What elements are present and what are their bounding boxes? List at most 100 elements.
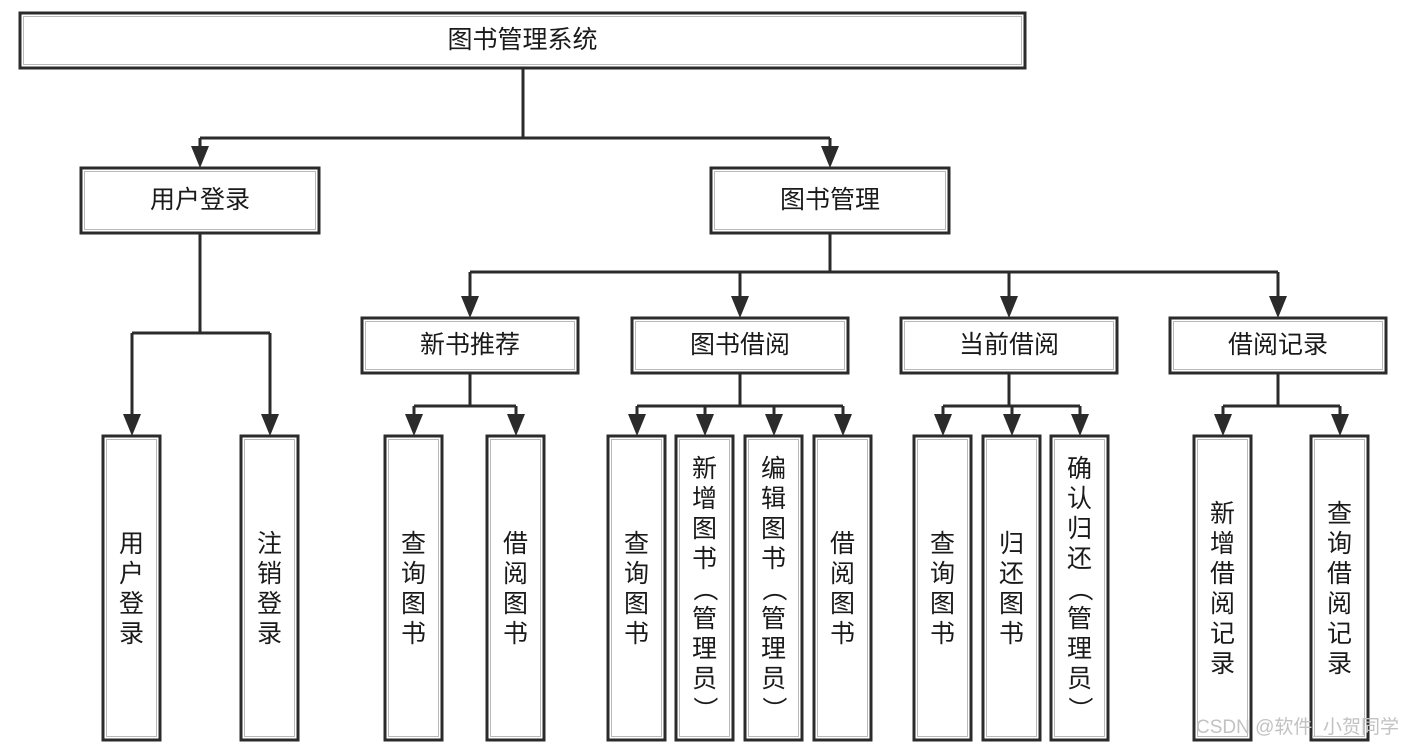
glyph-cover — [689, 571, 720, 603]
node-box-newbook[interactable] — [360, 316, 580, 375]
node-record[interactable]: 借阅记录 — [1168, 316, 1388, 375]
node-leaf-new-query[interactable]: 查询图书 — [383, 434, 444, 742]
node-box-record[interactable] — [1168, 316, 1388, 375]
node-box-leaf-user-login[interactable] — [101, 434, 162, 742]
arrow-head-icon — [1003, 414, 1021, 436]
node-label-leaf-current-return: 归还图书 — [999, 530, 1024, 648]
node-label-root: 图书管理系统 — [447, 26, 597, 54]
node-box-root[interactable] — [18, 11, 1027, 70]
arrow-head-icon — [1214, 414, 1232, 436]
node-box-leaf-new-query[interactable] — [383, 434, 444, 742]
rotated-bracket-glyph: （ — [691, 576, 719, 601]
node-label-leaf-borrow-lend: 借阅图书 — [830, 530, 855, 648]
arrow-head-icon — [834, 414, 852, 436]
node-leaf-borrow-add[interactable]: 新增图书（管理员）（） — [674, 434, 735, 742]
node-box-inner-leaf-user-logout — [244, 439, 295, 737]
node-box-leaf-record-query[interactable] — [1309, 434, 1370, 742]
edge-group-newbook — [405, 373, 525, 436]
edge-group-root — [191, 68, 839, 168]
node-login[interactable]: 用户登录 — [79, 166, 321, 235]
node-box-inner-record — [1173, 321, 1383, 370]
node-box-inner-leaf-borrow-query — [611, 439, 662, 737]
edge-group-login — [123, 233, 279, 436]
node-leaf-current-query[interactable]: 查询图书 — [912, 434, 973, 742]
node-box-inner-login — [84, 171, 316, 230]
arrow-head-icon — [123, 414, 141, 436]
arrow-head-icon — [461, 296, 479, 318]
arrow-head-icon — [405, 414, 423, 436]
node-box-borrow[interactable] — [630, 316, 850, 375]
node-box-bookmgmt[interactable] — [709, 166, 951, 235]
node-layer: 图书管理系统用户登录图书管理新书推荐图书借阅当前借阅借阅记录用户登录注销登录查询… — [18, 11, 1388, 742]
node-box-inner-current — [904, 321, 1114, 370]
node-box-inner-leaf-user-login — [106, 439, 157, 737]
node-root[interactable]: 图书管理系统 — [18, 11, 1027, 70]
node-label-leaf-borrow-query: 查询图书 — [624, 530, 649, 648]
node-leaf-borrow-lend[interactable]: 借阅图书 — [812, 434, 873, 742]
node-leaf-current-return[interactable]: 归还图书 — [981, 434, 1042, 742]
arrow-head-icon — [821, 146, 839, 168]
node-bookmgmt[interactable]: 图书管理 — [709, 166, 951, 235]
glyph-cover — [1064, 691, 1095, 723]
node-leaf-new-borrow[interactable]: 借阅图书 — [485, 434, 546, 742]
node-box-current[interactable] — [899, 316, 1119, 375]
arrow-head-icon — [1000, 296, 1018, 318]
arrow-head-icon — [628, 414, 646, 436]
arrow-head-icon — [1071, 414, 1089, 436]
node-box-login[interactable] — [79, 166, 321, 235]
node-box-inner-root — [23, 16, 1022, 65]
node-borrow[interactable]: 图书借阅 — [630, 316, 850, 375]
node-current[interactable]: 当前借阅 — [899, 316, 1119, 375]
arrow-head-icon — [1331, 414, 1349, 436]
edge-layer — [123, 68, 1349, 436]
node-leaf-current-confirm[interactable]: 确认归还（管理员）（） — [1049, 434, 1110, 742]
node-label-newbook: 新书推荐 — [420, 331, 520, 359]
node-box-inner-bookmgmt — [714, 171, 946, 230]
node-box-leaf-borrow-lend[interactable] — [812, 434, 873, 742]
node-box-inner-newbook — [365, 321, 575, 370]
edge-group-borrow — [628, 373, 852, 436]
node-label-leaf-new-query: 查询图书 — [401, 530, 426, 648]
node-leaf-borrow-edit[interactable]: 编辑图书（管理员）（） — [743, 434, 804, 742]
glyph-cover — [689, 691, 720, 723]
node-box-inner-borrow — [635, 321, 845, 370]
node-box-leaf-borrow-query[interactable] — [606, 434, 667, 742]
arrow-head-icon — [934, 414, 952, 436]
node-box-leaf-user-logout[interactable] — [239, 434, 300, 742]
node-leaf-user-login[interactable]: 用户登录 — [101, 434, 162, 742]
glyph-cover — [1064, 571, 1095, 603]
arrow-head-icon — [191, 146, 209, 168]
rotated-bracket-glyph: ） — [1066, 696, 1094, 721]
node-box-leaf-current-query[interactable] — [912, 434, 973, 742]
node-leaf-borrow-query[interactable]: 查询图书 — [606, 434, 667, 742]
arrow-head-icon — [1269, 296, 1287, 318]
edge-group-record — [1214, 373, 1349, 436]
node-box-inner-leaf-record-query — [1314, 439, 1365, 737]
arrow-head-icon — [261, 414, 279, 436]
node-label-leaf-record-add: 新增借阅记录 — [1210, 500, 1235, 678]
node-label-login: 用户登录 — [150, 186, 250, 214]
node-leaf-record-query[interactable]: 查询借阅记录 — [1309, 434, 1370, 742]
node-leaf-user-logout[interactable]: 注销登录 — [239, 434, 300, 742]
glyph-cover — [758, 571, 789, 603]
node-box-leaf-borrow-add[interactable] — [674, 434, 735, 742]
node-label-leaf-new-borrow: 借阅图书 — [503, 530, 528, 648]
arrow-head-icon — [765, 414, 783, 436]
node-box-inner-leaf-borrow-add — [679, 439, 730, 737]
edge-group-bookmgmt — [461, 233, 1287, 318]
node-box-inner-leaf-record-add — [1197, 439, 1248, 737]
node-box-inner-leaf-new-borrow — [490, 439, 541, 737]
node-newbook[interactable]: 新书推荐 — [360, 316, 580, 375]
arrow-head-icon — [731, 296, 749, 318]
node-box-inner-leaf-current-confirm — [1054, 439, 1105, 737]
node-box-leaf-new-borrow[interactable] — [485, 434, 546, 742]
node-box-inner-leaf-current-query — [917, 439, 968, 737]
glyph-cover — [758, 691, 789, 723]
rotated-bracket-glyph: （ — [760, 576, 788, 601]
node-box-leaf-current-return[interactable] — [981, 434, 1042, 742]
node-leaf-record-add[interactable]: 新增借阅记录 — [1192, 434, 1253, 742]
node-label-borrow: 图书借阅 — [690, 331, 790, 359]
node-box-leaf-record-add[interactable] — [1192, 434, 1253, 742]
